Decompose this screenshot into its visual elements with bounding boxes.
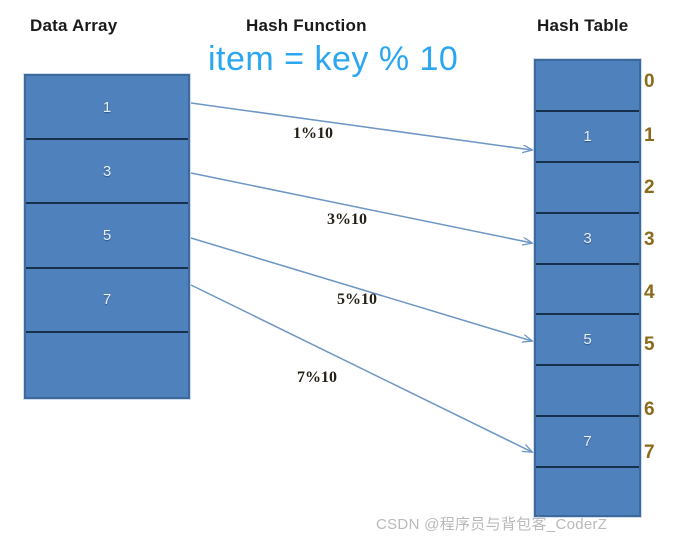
hash-index-label: 0 — [644, 71, 655, 92]
mapping-arrow-1 — [190, 102, 532, 150]
hash-table-cell — [536, 61, 639, 112]
data-array-cell: 7 — [26, 269, 188, 333]
hash-index-label: 5 — [644, 334, 655, 355]
hash-index-label: 3 — [644, 229, 655, 250]
hash-table-cell: 1 — [536, 112, 639, 163]
mapping-arrow-5 — [190, 237, 532, 341]
hash-table-cell — [536, 163, 639, 214]
data-array-cell-value: 1 — [102, 98, 112, 116]
hash-table-cell — [536, 265, 639, 316]
hash-table-cell-value: 3 — [583, 229, 592, 247]
hash-index-label: 2 — [644, 177, 655, 198]
hash-function-heading: Hash Function — [246, 16, 367, 35]
hash-index-label: 4 — [644, 282, 655, 303]
mapping-label: 7%10 — [297, 369, 337, 386]
data-array-cell-value: 7 — [102, 291, 112, 309]
hash-function-formula: item = key % 10 — [208, 40, 459, 78]
hash-table-cell: 5 — [536, 315, 639, 367]
hash-table-heading: Hash Table — [537, 16, 629, 35]
mapping-arrow-3 — [190, 172, 532, 243]
watermark: CSDN @程序员与背包客_CoderZ — [376, 516, 608, 533]
hash-table-box: 1 3 5 7 — [534, 59, 641, 517]
data-array-cell-value: 3 — [102, 162, 112, 180]
data-array-cell: 5 — [26, 204, 188, 269]
data-array-cell: 1 — [26, 76, 188, 141]
hash-table-cell — [536, 468, 639, 519]
mapping-label: 5%10 — [337, 291, 377, 308]
mapping-label: 3%10 — [327, 211, 367, 228]
data-array-cell: 3 — [26, 140, 188, 205]
hash-index-label: 7 — [644, 442, 655, 463]
data-array-box: 1 3 5 7 — [24, 74, 190, 399]
hash-table-cell: 7 — [536, 417, 639, 469]
hash-table-cell — [536, 366, 639, 418]
hash-table-cell-value: 7 — [583, 433, 592, 451]
mapping-arrow-7 — [190, 284, 532, 452]
hash-table-cell-value: 1 — [583, 127, 592, 145]
mapping-label: 1%10 — [293, 125, 333, 142]
data-array-cell-value: 5 — [102, 226, 112, 244]
data-array-cell — [26, 333, 188, 397]
hash-table-cell: 3 — [536, 214, 639, 265]
hash-index-label: 1 — [644, 125, 655, 146]
hash-index-label: 6 — [644, 399, 655, 420]
data-array-heading: Data Array — [30, 16, 118, 35]
hash-table-cell-value: 5 — [583, 331, 592, 349]
